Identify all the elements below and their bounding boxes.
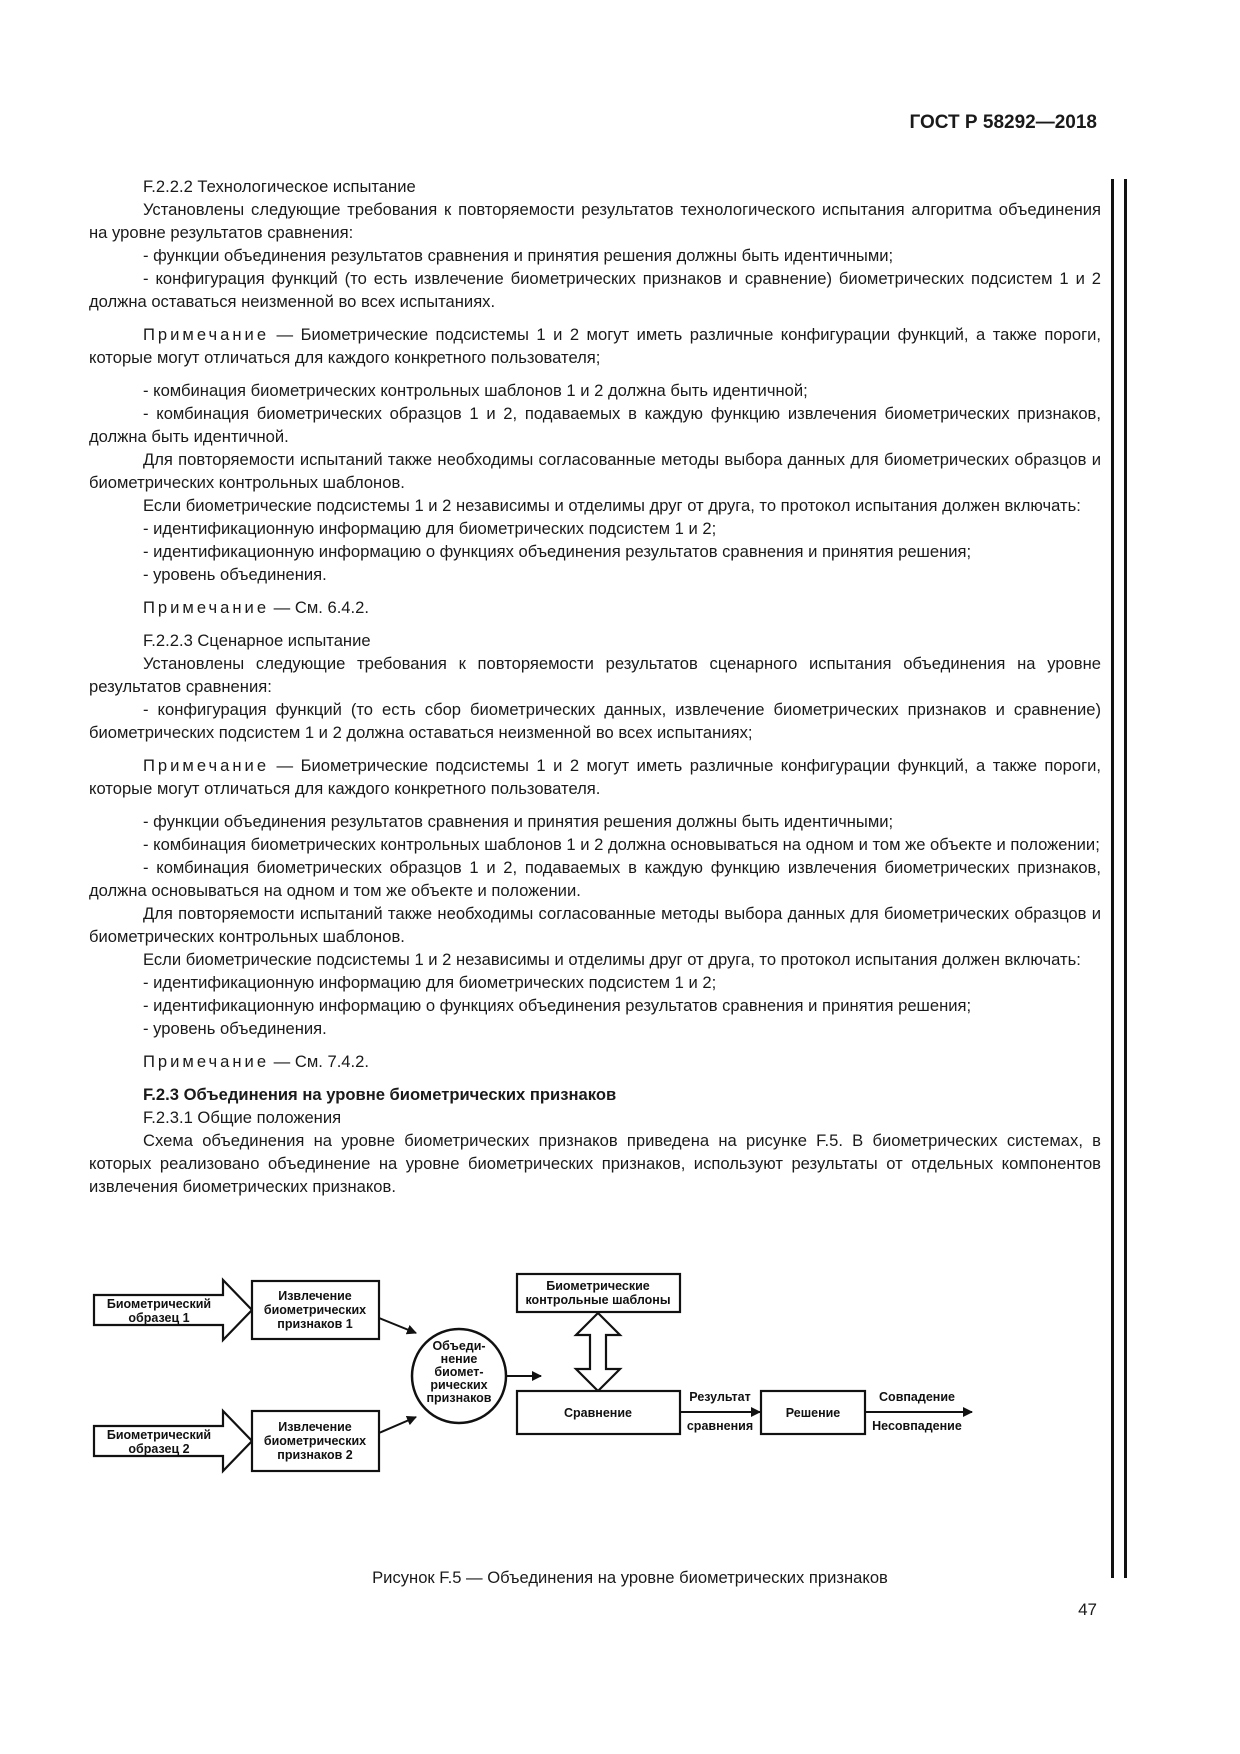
extraction-2-box: Извлечение биометрических признаков 2 bbox=[250, 1409, 381, 1473]
extraction-1-label: Извлечение bbox=[278, 1289, 352, 1303]
note-text: — См. 6.4.2. bbox=[269, 598, 369, 617]
fusion-label: биомет- bbox=[434, 1365, 483, 1379]
comparison-label: Сравнение bbox=[564, 1406, 632, 1420]
templates-label: Биометрические bbox=[546, 1279, 650, 1293]
fusion-label: Объеди- bbox=[432, 1339, 485, 1353]
list-item: - комбинация биометрических образцов 1 и… bbox=[89, 404, 1101, 446]
extraction-1-box: Извлечение биометрических признаков 1 bbox=[250, 1279, 381, 1341]
subsection-title: F.2.2.2 Технологическое испытание bbox=[143, 177, 416, 196]
list-item: - конфигурация функций (то есть сбор био… bbox=[89, 700, 1101, 742]
margin-bar bbox=[1124, 179, 1127, 1578]
note-label: Примечание bbox=[143, 598, 270, 617]
page-number: 47 bbox=[1078, 1600, 1097, 1619]
arrow bbox=[378, 1415, 417, 1434]
paragraph: Если биометрические подсистемы 1 и 2 нез… bbox=[143, 496, 1081, 515]
paragraph: Установлены следующие требования к повто… bbox=[89, 200, 1101, 242]
extraction-1-label: биометрических bbox=[264, 1303, 366, 1317]
list-item: - функции объединения результатов сравне… bbox=[143, 246, 894, 265]
margin-bar bbox=[1111, 179, 1114, 1578]
templates-label: контрольные шаблоны bbox=[525, 1293, 670, 1307]
list-item: - идентификационную информацию о функция… bbox=[143, 542, 972, 561]
fusion-circle: Объеди- нение биомет- рических признаков bbox=[410, 1327, 508, 1425]
note-label: Примечание bbox=[143, 756, 270, 775]
paragraph: Для повторяемости испытаний также необхо… bbox=[89, 450, 1101, 492]
list-item: - комбинация биометрических контрольных … bbox=[143, 835, 1100, 854]
sample-1-label: Биометрический bbox=[107, 1297, 211, 1311]
fusion-diagram: Биометрический образец 1 Биометрический … bbox=[92, 1272, 973, 1474]
sample-2-label: Биометрический bbox=[107, 1428, 211, 1442]
extraction-2-label: признаков 2 bbox=[277, 1448, 352, 1462]
paragraph: Установлены следующие требования к повто… bbox=[89, 654, 1101, 696]
decision-box: Решение bbox=[759, 1389, 867, 1436]
list-item: - идентификационную информацию о функция… bbox=[143, 996, 972, 1015]
fusion-label: нение bbox=[441, 1352, 478, 1366]
figure-caption: Рисунок F.5 — Объединения на уровне биом… bbox=[372, 1568, 888, 1587]
extraction-1-label: признаков 1 bbox=[277, 1317, 352, 1331]
list-item: - комбинация биометрических образцов 1 и… bbox=[89, 858, 1101, 900]
sample-1-label: образец 1 bbox=[128, 1311, 189, 1325]
note-text: — Биометрические подсистемы 1 и 2 могут … bbox=[89, 756, 1101, 798]
sample-2-label: образец 2 bbox=[128, 1442, 189, 1456]
fusion-label: рических bbox=[430, 1378, 487, 1392]
list-item: - уровень объединения. bbox=[143, 1019, 327, 1038]
extraction-2-label: Извлечение bbox=[278, 1420, 352, 1434]
note-text: — Биометрические подсистемы 1 и 2 могут … bbox=[89, 325, 1101, 367]
note: Примечание — Биометрические подсистемы 1… bbox=[89, 323, 1101, 369]
paragraph: Схема объединения на уровне биометрическ… bbox=[89, 1131, 1101, 1196]
note: Примечание — См. 7.4.2. bbox=[89, 1050, 1101, 1073]
subsection-title: F.2.2.3 Сценарное испытание bbox=[143, 631, 371, 650]
document-header: ГОСТ Р 58292—2018 bbox=[909, 112, 1098, 133]
note: Примечание — См. 6.4.2. bbox=[89, 596, 1101, 619]
double-arrow-icon bbox=[573, 1311, 623, 1393]
match-label: Совпадение bbox=[879, 1390, 955, 1404]
sample-2-arrow: Биометрический образец 2 bbox=[92, 1408, 254, 1474]
note-label: Примечание bbox=[143, 325, 270, 344]
list-item: - комбинация биометрических контрольных … bbox=[143, 381, 808, 400]
decision-label: Решение bbox=[786, 1406, 841, 1420]
document-body: F.2.2.2 Технологическое испытание Устано… bbox=[89, 175, 1101, 1198]
nonmatch-label: Несовпадение bbox=[872, 1419, 962, 1433]
sample-1-arrow: Биометрический образец 1 bbox=[92, 1277, 254, 1343]
note: Примечание — Биометрические подсистемы 1… bbox=[89, 754, 1101, 800]
paragraph: Если биометрические подсистемы 1 и 2 нез… bbox=[143, 950, 1081, 969]
list-item: - конфигурация функций (то есть извлечен… bbox=[89, 269, 1101, 311]
list-item: - идентификационную информацию для биоме… bbox=[143, 973, 717, 992]
templates-box: Биометрические контрольные шаблоны bbox=[515, 1272, 682, 1314]
result-label: Результат bbox=[689, 1390, 750, 1404]
fusion-label: признаков bbox=[427, 1391, 492, 1405]
paragraph: Для повторяемости испытаний также необхо… bbox=[89, 904, 1101, 946]
note-text: — См. 7.4.2. bbox=[269, 1052, 369, 1071]
arrow bbox=[378, 1317, 417, 1335]
comparison-box: Сравнение bbox=[515, 1389, 682, 1436]
section-title: F.2.3 Объединения на уровне биометрическ… bbox=[143, 1085, 617, 1104]
subsection-title: F.2.3.1 Общие положения bbox=[143, 1108, 342, 1127]
list-item: - уровень объединения. bbox=[143, 565, 327, 584]
note-label: Примечание bbox=[143, 1052, 270, 1071]
extraction-2-label: биометрических bbox=[264, 1434, 366, 1448]
result-label: сравнения bbox=[687, 1419, 753, 1433]
list-item: - идентификационную информацию для биоме… bbox=[143, 519, 717, 538]
list-item: - функции объединения результатов сравне… bbox=[143, 812, 894, 831]
